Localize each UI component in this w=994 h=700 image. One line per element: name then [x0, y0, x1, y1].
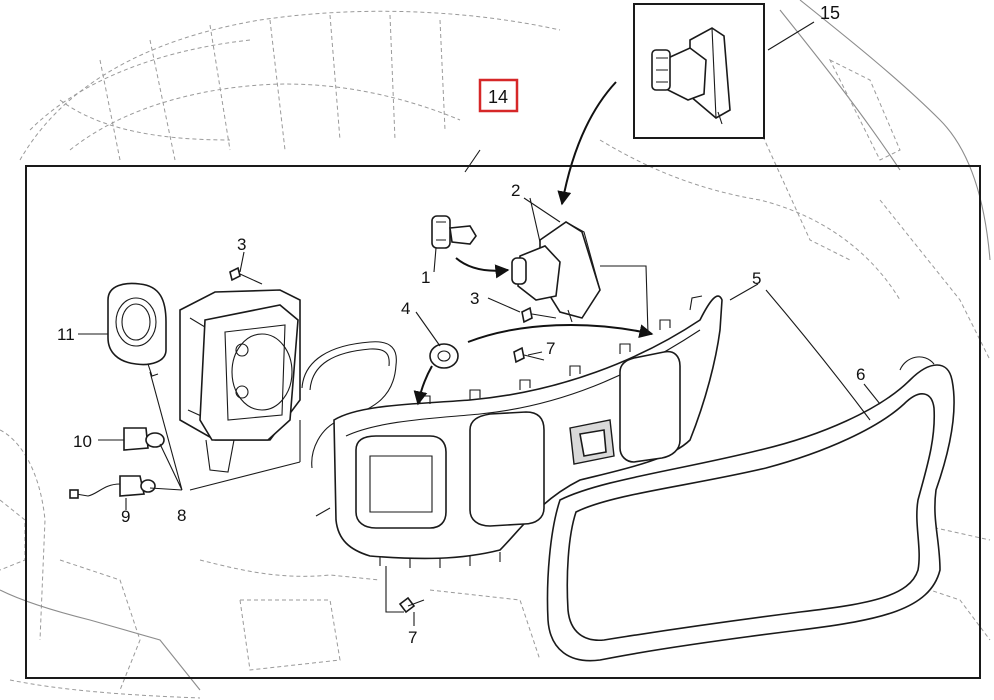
callout-6: 6: [856, 365, 865, 384]
callout-1: 1: [421, 268, 430, 287]
clip-4: [429, 343, 459, 369]
front-panel-5: [333, 295, 723, 568]
lamp-bezel-ring: [107, 282, 167, 377]
callout-3-left: 3: [237, 235, 246, 254]
callout-15: 15: [820, 3, 840, 23]
callout-2: 2: [511, 181, 520, 200]
lamp-housing-detail: [651, 27, 731, 125]
callout-10: 10: [73, 432, 92, 451]
assembly-frame: [25, 165, 981, 679]
arrow-1-to-2: [455, 257, 510, 279]
arrow-4-to-panel-right: [467, 323, 654, 343]
screw-3-center: [521, 306, 557, 324]
screw-7-bottom: [398, 596, 425, 614]
leader-lines: [78, 21, 881, 626]
callout-7-bottom: 7: [408, 628, 417, 647]
outer-bezel-6: [546, 356, 955, 662]
arrow-4-to-panel: [413, 365, 433, 406]
callout-14: 14: [488, 87, 508, 107]
arrow-inset-to-2: [557, 81, 617, 206]
callout-3-center: 3: [470, 289, 479, 308]
callout-9: 9: [121, 507, 130, 526]
indicator-housing-2: [511, 221, 601, 323]
highlight-box-14: [478, 78, 519, 113]
callout-8: 8: [177, 506, 186, 525]
callout-7-top: 7: [546, 339, 555, 358]
callout-11: 11: [57, 325, 75, 344]
screw-3-left: [229, 266, 263, 285]
callout-5: 5: [752, 269, 761, 288]
seal-gasket: [301, 341, 397, 469]
headlamp-housing: [179, 289, 301, 473]
callout-4: 4: [401, 299, 410, 318]
bulb-socket-1: [431, 215, 477, 249]
screw-7-top: [513, 346, 545, 364]
bulb-10: [123, 427, 165, 451]
bulb-9: [69, 475, 156, 499]
callouts: 15 14 2 1 3 3 4 7 5 6 11 10 9 8 7: [57, 3, 865, 647]
